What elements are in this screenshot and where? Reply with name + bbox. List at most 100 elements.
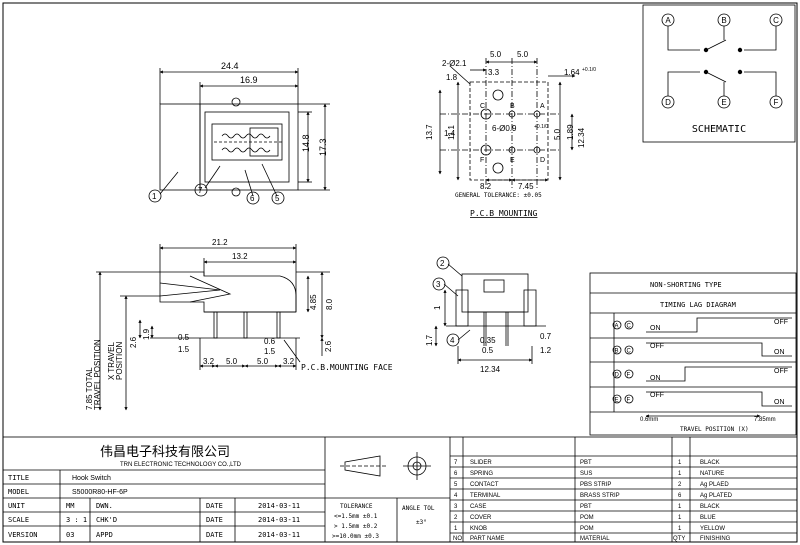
tolerance-2: > 1.5mm ±0.2 <box>334 523 378 530</box>
bom-material: SUS <box>580 471 592 477</box>
row1-end: OFF <box>774 319 788 326</box>
schem-label-b: B <box>721 16 726 25</box>
appd-label: APPD <box>96 531 113 539</box>
dim-12-34: 12.34 <box>577 127 586 148</box>
pin-label-a: A <box>540 103 545 110</box>
dim-5-0-v: 5.0 <box>553 128 562 140</box>
top-view <box>148 68 330 205</box>
bom-finishing: BLUE <box>700 515 716 521</box>
pin-label-b: B <box>510 103 515 110</box>
bom-row: 6 SPRING SUS 1 NATURE <box>454 471 724 477</box>
row4-end: ON <box>774 399 785 406</box>
balloon-7: 7 <box>198 186 203 195</box>
dim-2-6-b: 2.6 <box>324 340 333 352</box>
scale-label: SCALE <box>8 516 29 524</box>
bom-no: 6 <box>454 471 458 477</box>
dim-16-9: 16.9 <box>240 75 258 85</box>
schem-label-e: E <box>721 98 726 107</box>
bom-qty: 6 <box>678 493 682 499</box>
dim-11-1: 11.1 <box>447 124 456 140</box>
pin-label-f: F <box>480 157 484 164</box>
dim-1-9: 1.9 <box>142 328 151 340</box>
bom-material: POM <box>580 515 594 521</box>
schematic-box <box>642 4 796 143</box>
bom-finishing: Ag PLAED <box>700 482 729 488</box>
bom-header-qty: QTY <box>673 536 685 542</box>
top-view-labels: 24.4 16.9 17.3 14.8 1 7 6 5 <box>152 61 328 203</box>
date-3: 2014-03-11 <box>258 531 300 539</box>
dim-24-4: 24.4 <box>221 61 239 71</box>
end-view-labels: 2 3 4 1 1.7 0.35 0.5 0.7 1.2 12.34 <box>425 259 552 374</box>
tolerance-title: TOLERANCE <box>340 503 373 510</box>
dim-hole: 2-Ø2.1 <box>442 59 467 68</box>
dim-5-0-b: 5.0 <box>257 357 269 366</box>
timing-title-1: NON-SHORTING TYPE <box>650 281 722 289</box>
bom-qty: 1 <box>678 526 682 532</box>
date-label-1: DATE <box>206 502 223 510</box>
row3-end: OFF <box>774 368 788 375</box>
end-balloon-2: 2 <box>440 259 445 268</box>
bom-no: 3 <box>454 504 458 510</box>
row2-pin-c: C <box>627 349 632 355</box>
dim-pitch-left: 5.0 <box>490 50 502 59</box>
travel-total: 7.85 TOTAL <box>85 367 94 410</box>
row2-end: ON <box>774 349 785 356</box>
dim-3-2-b: 3.2 <box>283 357 295 366</box>
bom-material: BRASS STRIP <box>580 493 620 499</box>
row2-start: OFF <box>650 343 664 350</box>
row3-start: ON <box>650 375 661 382</box>
bom-finishing: NATURE <box>700 471 724 477</box>
bom-part: KNOB <box>470 526 487 532</box>
bom-header-row: NO PART NAME MATERIAL QTY FINISHING <box>453 536 731 542</box>
end-dim-1: 1 <box>433 305 442 310</box>
side-view <box>96 244 330 411</box>
dim-1-5-a: 1.5 <box>178 345 190 354</box>
pcb-mounting-view <box>438 58 576 190</box>
dim-0-5: 0.5 <box>178 333 190 342</box>
bom-part: SPRING <box>470 471 493 477</box>
title-block-labels: 伟昌电子科技有限公司 TRN ELECTRONIC TECHNOLOGY CO.… <box>8 444 435 540</box>
bom-header-no: NO <box>453 536 462 542</box>
dim-1-8: 1.8 <box>446 73 458 82</box>
timing-title-2: TIMING LAG DIAGRAM <box>660 301 736 309</box>
row2-pin-b: B <box>615 349 619 355</box>
end-view <box>432 256 546 364</box>
dim-0-6: 0.6 <box>264 337 276 346</box>
version-value: 03 <box>66 531 74 539</box>
balloon-1: 1 <box>152 192 157 201</box>
bom-header-finishing: FINISHING <box>700 536 731 542</box>
travel-x: X TRAVEL <box>107 342 116 380</box>
scale-value: 3 : 1 <box>66 516 87 524</box>
axis-label: TRAVEL POSITION (X) <box>680 426 749 433</box>
bom-header-part: PART NAME <box>470 536 504 542</box>
bom-part: CASE <box>470 504 486 510</box>
bom-row: 4 TERMINAL BRASS STRIP 6 Ag PLATED <box>454 493 733 499</box>
general-tolerance: GENERAL TOLERANCE: ±0.05 <box>455 192 542 199</box>
pcb-mounting-caption: P.C.B MOUNTING <box>470 209 538 218</box>
dim-8-0: 8.0 <box>325 298 334 310</box>
dim-1-64: 1.64 <box>564 68 580 77</box>
balloon-6: 6 <box>250 194 255 203</box>
unit-label: UNIT <box>8 502 26 510</box>
bom-qty: 1 <box>678 471 682 477</box>
dim-8-2: 8.2 <box>480 182 492 191</box>
pcb-mounting-face: P.C.B.MOUNTING FACE <box>301 363 393 372</box>
timing-labels: NON-SHORTING TYPE TIMING LAG DIAGRAM A C… <box>615 281 789 433</box>
side-view-labels: 21.2 13.2 4.85 8.0 2.6 1.9 0.5 1.5 0.6 1… <box>85 238 393 410</box>
schem-label-a: A <box>665 16 671 25</box>
dwn-label: DWN. <box>96 502 113 510</box>
dim-pitch-right: 5.0 <box>517 50 529 59</box>
bom-header-material: MATERIAL <box>580 536 610 542</box>
row4-start: OFF <box>650 392 664 399</box>
dim-4-85: 4.85 <box>309 294 318 310</box>
axis-end: 7.85mm <box>754 417 776 423</box>
dim-7-45: 7.45 <box>518 182 534 191</box>
end-dim-0-7: 0.7 <box>540 332 552 341</box>
dim-3-2-a: 3.2 <box>203 357 215 366</box>
pcb-mounting-labels: 2-Ø2.1 5.0 5.0 3.3 1.8 13.7 11.1 1.4 6-Ø… <box>425 50 596 218</box>
bom-finishing: YELLOW <box>700 526 725 532</box>
dim-13-7: 13.7 <box>425 124 434 140</box>
pin-label-d: D <box>540 157 545 164</box>
timing-diagram <box>589 272 797 436</box>
